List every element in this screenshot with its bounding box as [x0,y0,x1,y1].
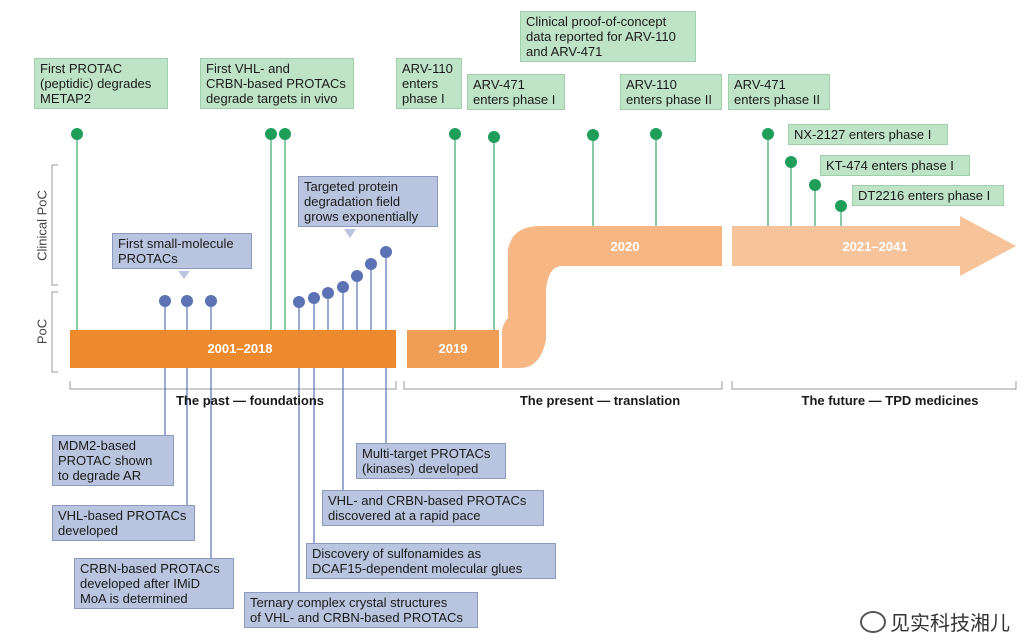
event-clinical-poc: Clinical proof-of-concept data reported … [520,11,696,62]
dot-blue [322,287,334,299]
weibo-icon [860,611,886,633]
watermark-text: 见实科技湘儿 [890,611,1010,635]
axis-bracket [51,164,58,373]
dot-nx2127 [785,156,797,168]
dot-blue [308,292,320,304]
event-tpd-grows: Targeted protein degradation field grows… [298,176,438,227]
event-crbn-based-protacs: CRBN-based PROTACs developed after IMiD … [74,558,234,609]
bar-2020 [502,226,722,368]
bar-2019 [407,330,499,368]
dot-blue [337,281,349,293]
event-vhl-based-protacs: VHL-based PROTACs developed [52,505,195,541]
period-label-2020: 2020 [610,239,640,254]
event-arv110-phase1: ARV-110 enters phase I [396,58,462,109]
event-vhl-crbn-in-vivo: First VHL- and CRBN-based PROTACs degrad… [200,58,354,109]
era-brackets [69,381,1017,390]
blue-stems-bottom [164,368,387,592]
event-multi-target: Multi-target PROTACs (kinases) developed [356,443,506,479]
dot-blue [293,296,305,308]
era-label-present: The present — translation [519,393,681,408]
event-first-protac: First PROTAC (peptidic) degrades METAP2 [34,58,168,109]
dot-clinical-poc [587,129,599,141]
dot-vhl-crbn-vivo-1 [265,128,277,140]
era-label-future: The future — TPD medicines [801,393,979,408]
event-arv471-phase1: ARV-471 enters phase I [467,74,565,110]
dot-blue [365,258,377,270]
axis-label-poc: PoC [34,318,50,345]
dot-arv471-phase1 [488,131,500,143]
era-label-past: The past — foundations [175,393,325,408]
event-arv471-phase2: ARV-471 enters phase II [728,74,830,110]
period-label-2019: 2019 [438,341,468,356]
dot-dt2216 [835,200,847,212]
dot-kt474 [809,179,821,191]
event-rapid-pace: VHL- and CRBN-based PROTACs discovered a… [322,490,544,526]
event-first-small-molecule-protacs: First small-molecule PROTACs [112,233,252,269]
green-stems [76,134,842,330]
event-mdm2-protac: MDM2-based PROTAC shown to degrade AR [52,435,174,486]
period-label-2021-2041: 2021–2041 [842,239,908,254]
dot-vhl-crbn-vivo-2 [279,128,291,140]
event-nx2127-phase1: NX-2127 enters phase I [788,124,948,145]
green-dots [71,128,847,212]
dot-blue [159,295,171,307]
dot-arv471-phase2 [762,128,774,140]
event-ternary-complex: Ternary complex crystal structures of VH… [244,592,478,628]
dot-blue [205,295,217,307]
bar-2001-2018 [70,330,396,368]
arrow-2021-2041 [732,216,1016,276]
event-arv110-phase2: ARV-110 enters phase II [620,74,722,110]
dot-blue [181,295,193,307]
event-kt474-phase1: KT-474 enters phase I [820,155,970,176]
blue-stems-top [164,252,387,330]
callout-pointer [344,229,356,238]
event-dt2216-phase1: DT2216 enters phase I [852,185,1004,206]
dot-blue [351,270,363,282]
event-sulfonamides: Discovery of sulfonamides as DCAF15-depe… [306,543,556,579]
axis-label-clinical-poc: Clinical PoC [34,190,50,261]
callout-pointer [178,271,190,279]
watermark: 见实科技湘儿 [860,607,1010,636]
blue-dots [159,246,392,308]
dot-arv110-phase2 [650,128,662,140]
dot-arv110-phase1 [449,128,461,140]
dot-blue [380,246,392,258]
dot-first-protac [71,128,83,140]
period-label-2001-2018: 2001–2018 [207,341,273,356]
